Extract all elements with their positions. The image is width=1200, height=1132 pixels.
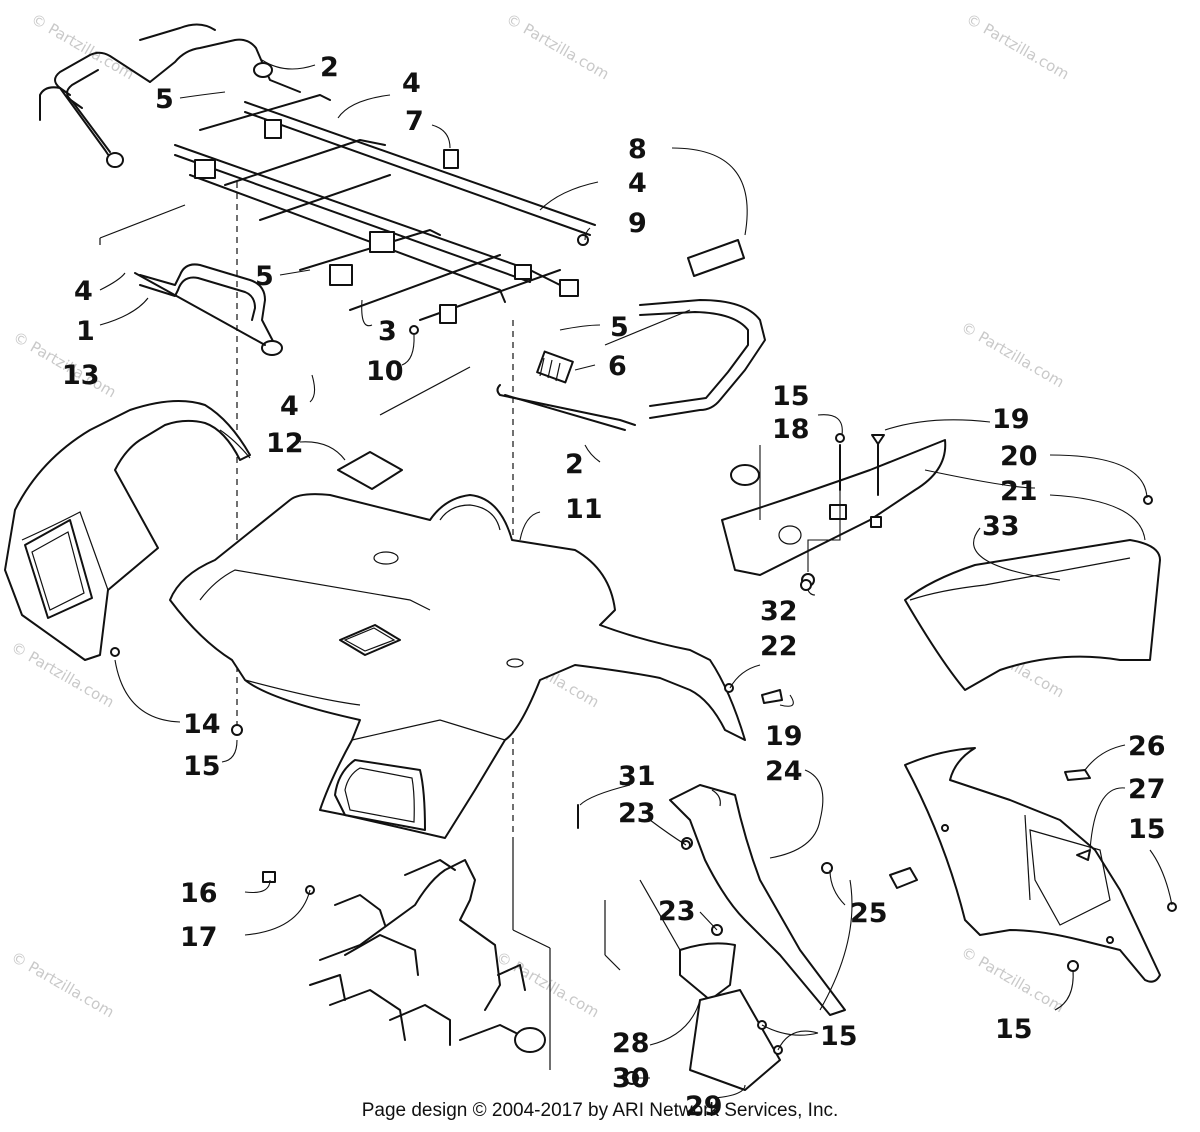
watermark-text: © Partzilla.com <box>493 948 602 1021</box>
watermark-text: © Partzilla.com <box>963 10 1072 83</box>
callout-9: 9 <box>628 208 647 239</box>
callout-6: 6 <box>608 351 627 382</box>
callout-26: 26 <box>1128 731 1166 762</box>
callout-5: 5 <box>255 261 274 292</box>
rear-fender-body <box>169 493 746 839</box>
callout-21: 21 <box>1000 476 1038 507</box>
page-footer: Page design © 2004-2017 by ARI Network S… <box>361 1100 839 1121</box>
lower-right-splash-guard <box>889 747 1161 983</box>
callout-7: 7 <box>405 106 424 137</box>
callout-20: 20 <box>1000 441 1038 472</box>
callout-8: 8 <box>628 134 647 165</box>
callout-15: 15 <box>183 751 221 782</box>
callout-16: 16 <box>180 878 218 909</box>
callout-18: 18 <box>772 414 810 445</box>
guide-line <box>512 929 551 949</box>
part-12-pad <box>337 451 403 490</box>
callout-15: 15 <box>772 381 810 412</box>
leader-lines <box>99 59 1173 1099</box>
callout-5: 5 <box>610 312 629 343</box>
callout-22: 22 <box>760 631 798 662</box>
callout-30: 30 <box>612 1063 650 1094</box>
callout-27: 27 <box>1128 774 1166 805</box>
callout-10: 10 <box>366 356 404 387</box>
callout-23: 23 <box>658 896 696 927</box>
watermark-text: © Partzilla.com <box>503 10 612 83</box>
watermark-text: © Partzilla.com <box>958 318 1067 391</box>
center-splash-guard <box>604 784 846 1091</box>
callout-19: 19 <box>765 721 803 752</box>
callout-13: 13 <box>62 360 100 391</box>
callout-labels: 2 4 5 7 8 4 9 4 5 1 3 5 10 6 13 4 12 15 … <box>62 52 1166 1122</box>
callout-25: 25 <box>850 898 888 929</box>
rear-rack <box>39 23 766 431</box>
frame-section <box>309 859 546 1053</box>
callout-2: 2 <box>565 449 584 480</box>
callout-5: 5 <box>155 84 174 115</box>
callout-32: 32 <box>760 596 798 627</box>
watermark-text: © Partzilla.com <box>958 943 1067 1016</box>
watermark-text: © Partzilla.com <box>28 10 137 83</box>
callout-4: 4 <box>74 276 93 307</box>
callout-3: 3 <box>378 316 397 347</box>
callout-4: 4 <box>280 391 299 422</box>
callout-2: 2 <box>320 52 339 83</box>
callout-23: 23 <box>618 798 656 829</box>
left-fender-panel <box>4 400 251 661</box>
callout-33: 33 <box>982 511 1020 542</box>
right-side-panels <box>721 433 1161 691</box>
callout-14: 14 <box>183 709 221 740</box>
callout-31: 31 <box>618 761 656 792</box>
callout-15: 15 <box>820 1021 858 1052</box>
callout-15: 15 <box>1128 814 1166 845</box>
callout-17: 17 <box>180 922 218 953</box>
callout-24: 24 <box>765 756 803 787</box>
callout-19: 19 <box>992 404 1030 435</box>
callout-4: 4 <box>402 68 421 99</box>
callout-4: 4 <box>628 168 647 199</box>
watermark-text: © Partzilla.com <box>8 948 117 1021</box>
callout-29: 29 <box>685 1091 723 1122</box>
callout-28: 28 <box>612 1028 650 1059</box>
callout-15: 15 <box>995 1014 1033 1045</box>
callout-11: 11 <box>565 494 603 525</box>
watermarks: © Partzilla.com © Partzilla.com © Partzi… <box>8 10 1072 1021</box>
callout-12: 12 <box>266 428 304 459</box>
hardware <box>231 579 1177 1085</box>
callout-1: 1 <box>76 316 95 347</box>
